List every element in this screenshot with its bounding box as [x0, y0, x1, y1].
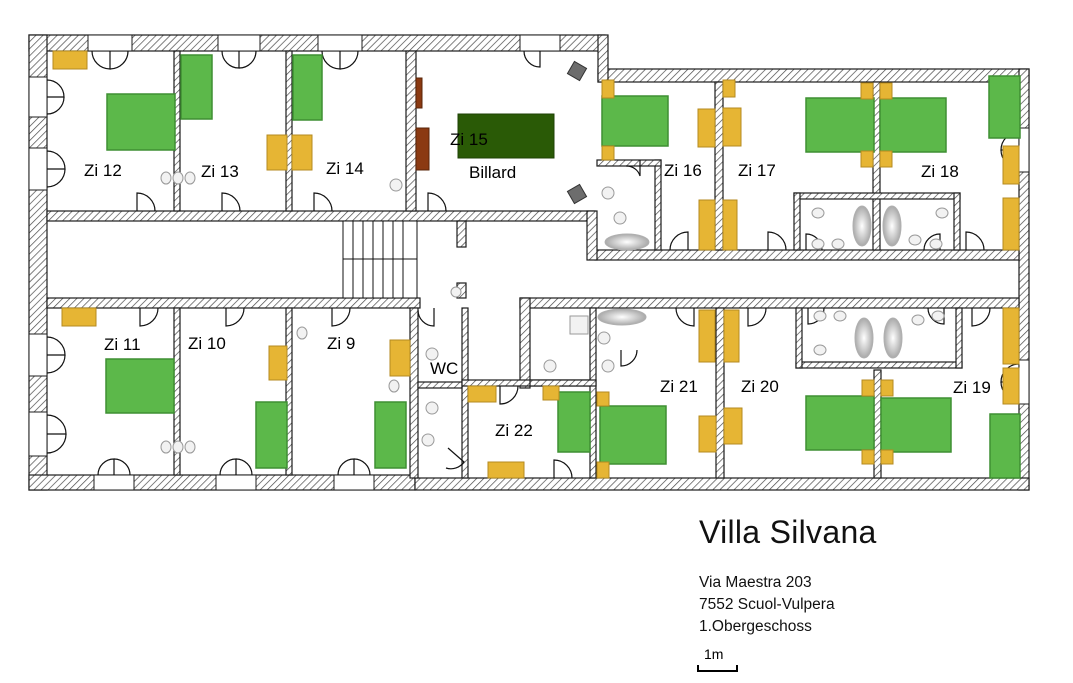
room-label-billard: Billard	[469, 163, 516, 182]
room-label-zi10: Zi 10	[188, 334, 226, 353]
window-swings	[46, 50, 1020, 476]
room-label-zi20: Zi 20	[741, 377, 779, 396]
room-label-zi22: Zi 22	[495, 421, 533, 440]
beds	[105, 54, 1021, 479]
bed-zi21	[599, 405, 667, 465]
bed-zi11	[105, 358, 175, 414]
bed-zi9	[374, 401, 407, 469]
bed-zi14	[292, 54, 323, 121]
staircase	[342, 220, 418, 299]
armchairs	[566, 60, 588, 205]
room-label-zi16: Zi 16	[664, 161, 702, 180]
bed-zi18	[879, 97, 947, 153]
room-label-zi21: Zi 21	[660, 377, 698, 396]
doors	[136, 160, 991, 479]
billiard-table	[457, 113, 555, 159]
scale-bar-line	[697, 665, 738, 672]
toilets-sinks	[160, 171, 949, 454]
bed-zi19-single	[989, 413, 1021, 479]
piano	[415, 77, 430, 171]
bed-zi18-single	[988, 75, 1021, 139]
bed-zi22	[557, 391, 591, 453]
address-city: 7552 Scuol-Vulpera	[699, 596, 835, 613]
address-street: Via Maestra 203	[699, 574, 812, 591]
title-block: Villa Silvana Via Maestra 203 7552 Scuol…	[699, 512, 877, 638]
room-label-zi12: Zi 12	[84, 161, 122, 180]
room-label-zi15: Zi 15	[450, 130, 488, 149]
room-label-zi18: Zi 18	[921, 162, 959, 181]
room-label-zi9: Zi 9	[327, 334, 355, 353]
bed-zi19	[880, 397, 952, 453]
bed-zi12	[106, 93, 176, 151]
room-labels: Zi 12 Zi 13 Zi 14 Zi 15 Billard Zi 16 Zi…	[84, 130, 991, 440]
bathroom-fixtures	[597, 205, 903, 359]
bed-zi20	[805, 395, 875, 451]
scale-bar: 1m	[697, 646, 738, 676]
bed-zi17	[805, 97, 875, 153]
room-label-zi11: Zi 11	[104, 335, 141, 354]
room-label-zi17: Zi 17	[738, 161, 776, 180]
bed-zi10	[255, 401, 288, 469]
bed-zi13	[180, 54, 213, 120]
room-label-zi13: Zi 13	[201, 162, 239, 181]
floor-name: 1.Obergeschoss	[699, 618, 812, 635]
scale-label: 1m	[704, 646, 724, 662]
room-label-zi19: Zi 19	[953, 378, 991, 397]
room-label-wc: WC	[430, 359, 458, 378]
desks	[52, 50, 1020, 479]
bed-zi16	[601, 95, 669, 147]
windows	[28, 34, 1030, 491]
room-label-zi14: Zi 14	[326, 159, 364, 178]
plan-title: Villa Silvana	[699, 514, 877, 550]
